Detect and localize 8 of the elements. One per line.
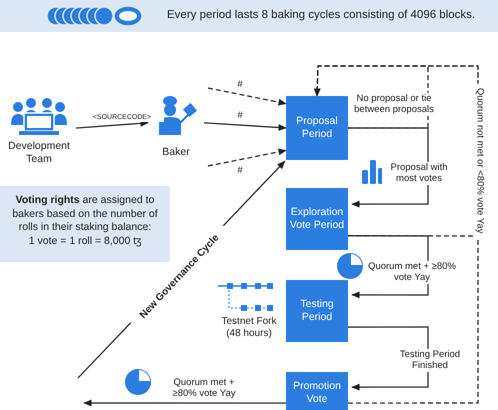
period-box: Promotion Vote bbox=[286, 372, 348, 410]
actor-label: Baker bbox=[161, 146, 191, 160]
banner-text: Every period lasts 8 baking cycles consisting of 4096 blocks. bbox=[166, 9, 476, 23]
period-box: Exploration Vote Period bbox=[286, 188, 348, 250]
period-box: Proposal Period bbox=[286, 96, 348, 160]
edge-label: Quorum not met or <80% vote Yay bbox=[474, 84, 486, 238]
period-box: Testing Period bbox=[286, 280, 348, 342]
actor-label: Development Team bbox=[7, 140, 71, 166]
